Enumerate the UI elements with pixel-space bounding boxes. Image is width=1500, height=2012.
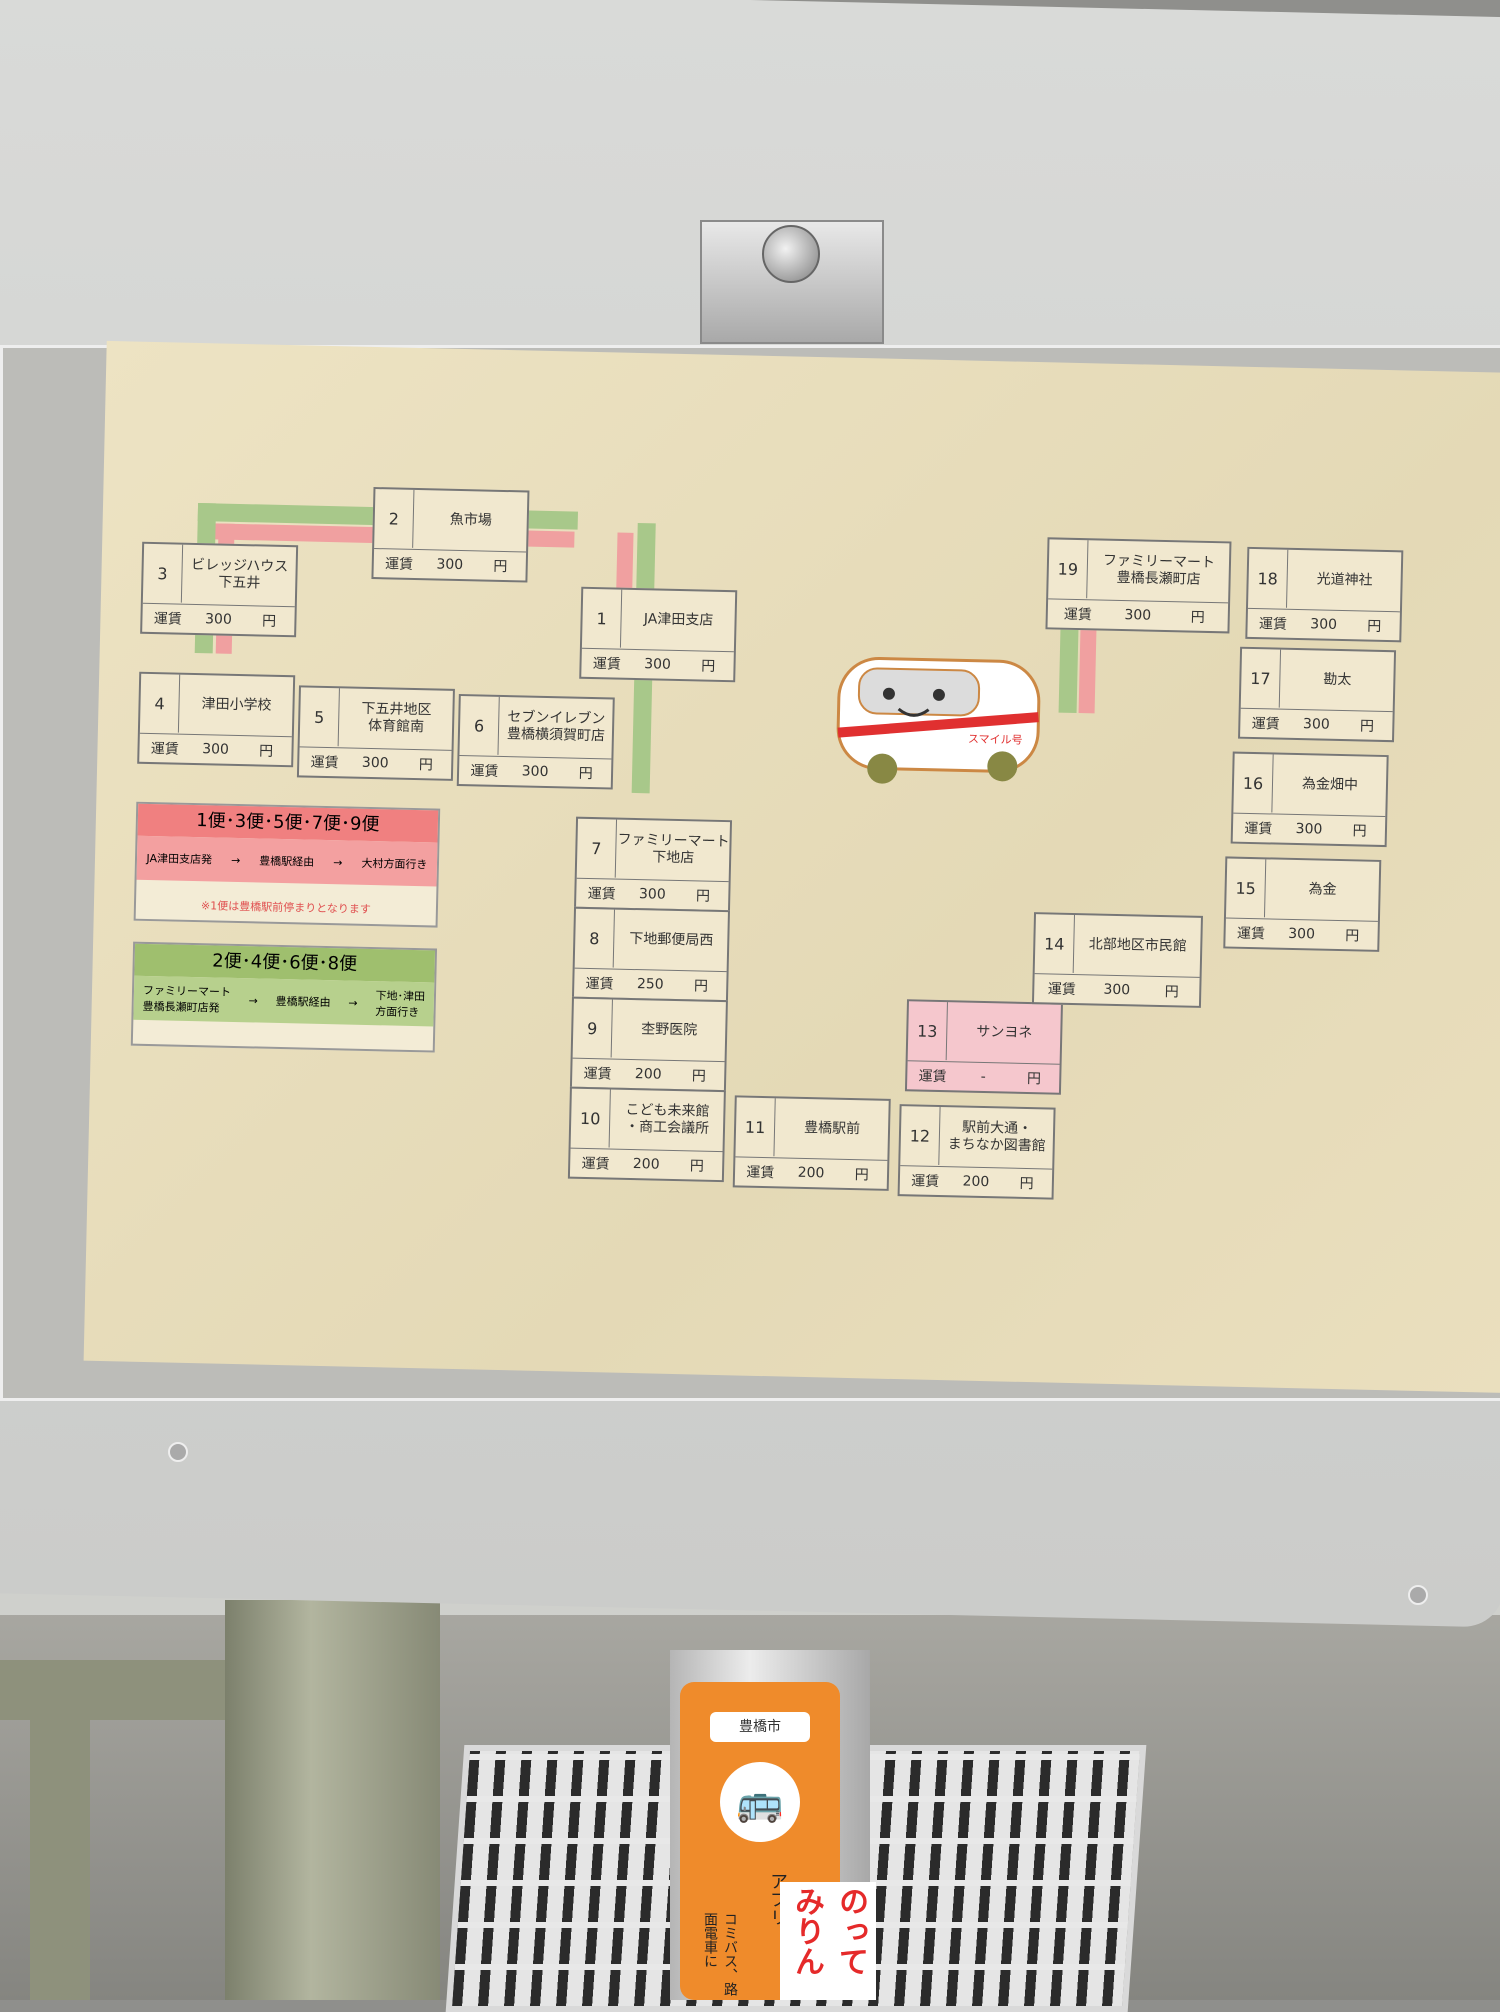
arrow-right-icon: →	[248, 993, 258, 1008]
bolt-icon	[168, 1442, 188, 1462]
legend-red-to: 大村方面行き	[361, 856, 428, 872]
sticker-sub: コミバス、路面電車に	[702, 1912, 738, 1996]
arrow-right-icon: →	[230, 853, 241, 867]
legend-green: 2便･4便･6便･8便 ファミリーマート 豊橋長瀬町店発 → 豊橋駅経由 → 下…	[130, 941, 438, 1053]
railing-post	[30, 1700, 90, 2000]
sign-post-left	[225, 1600, 440, 2000]
legend-green-via: 豊橋駅経由	[275, 994, 331, 1010]
sticker-city: 豊橋市	[710, 1712, 810, 1742]
legend-red: 1便･3便･5便･7便･9便 JA津田支店発 → 豊橋駅経由 → 大村方面行き …	[133, 801, 441, 928]
arrow-right-icon: →	[333, 855, 343, 869]
legend-red-note: ※1便は豊橋駅前停まりとなります	[200, 899, 372, 917]
screw-icon	[762, 225, 820, 283]
bolt-icon	[1408, 1585, 1428, 1605]
legend-red-from: JA津田支店発	[146, 851, 213, 867]
app-sticker: 豊橋市 🚌 アプリ のってみりん コミバス、路面電車に	[680, 1682, 876, 2000]
stop-13[interactable]: 13 サンヨネ 運賃-円	[904, 999, 1063, 1095]
legend-green-from: ファミリーマート 豊橋長瀬町店発	[142, 983, 232, 1015]
legend-green-to: 下地･津田 方面行き	[375, 989, 426, 1020]
sticker-title: のってみりん	[780, 1882, 876, 2000]
bus-logo-icon: 🚌	[720, 1762, 800, 1842]
bus-mascot-icon	[836, 657, 1041, 784]
legend-red-via: 豊橋駅経由	[259, 854, 315, 869]
arrow-right-icon: →	[348, 996, 358, 1010]
bus-label: スマイル号	[967, 732, 1023, 747]
